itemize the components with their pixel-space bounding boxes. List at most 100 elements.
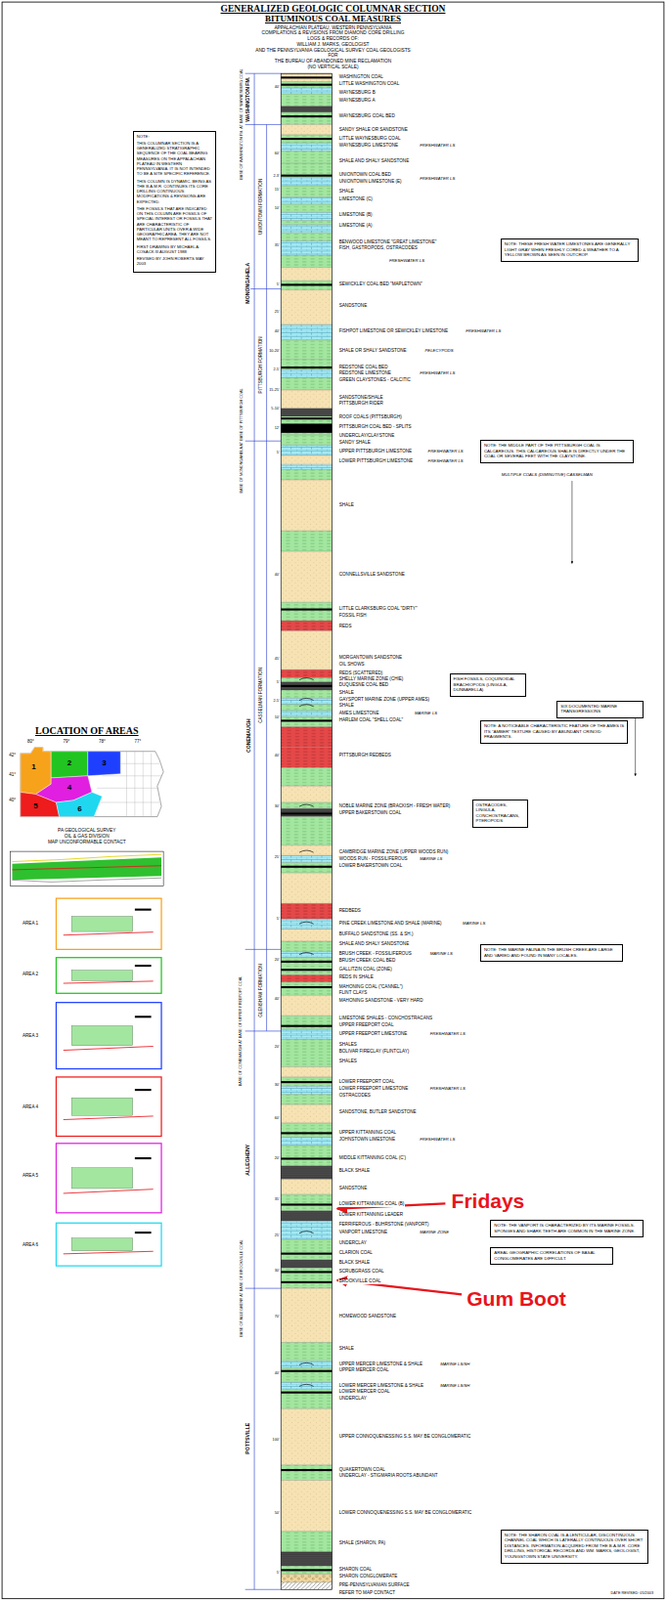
strata-contact <box>280 1145 332 1147</box>
formation-label: GLENSHAW FORMATION <box>259 963 265 1020</box>
strata-pattern <box>280 1583 332 1591</box>
strata-contact <box>280 1221 332 1223</box>
strata-band <box>280 678 332 683</box>
strata-contact <box>280 1179 332 1181</box>
strata-contact <box>280 690 332 692</box>
strata-label: UNDERCLAY/CLAYSTONE <box>338 434 397 440</box>
note-box: OSTRACODES, LINGULA, CONCHOSTRACANS, PTE… <box>472 799 529 829</box>
strata-contact <box>280 602 332 604</box>
strata-contact <box>280 1574 332 1576</box>
strata-label: UPPER MERCER COAL <box>338 1369 391 1375</box>
thickness: 40' <box>273 997 280 1002</box>
strata-label: LIMESTONE SHALES - CONCHOSTRACANS <box>338 1017 434 1022</box>
area-unit <box>71 1168 134 1190</box>
strata-label: HARLEM COAL "SHELL COAL" <box>338 718 404 724</box>
fossil-note: FRESHWATER LS <box>418 143 456 149</box>
strata-label: CONNELLSVILLE SANDSTONE <box>338 573 406 578</box>
thickness: 40' <box>273 573 280 578</box>
coal-bed <box>280 609 332 612</box>
area-label: AREA 1 <box>22 922 39 928</box>
strata-pattern <box>280 408 332 417</box>
formation-label: CASSELMAN FORMATION <box>259 666 265 725</box>
coal-bed <box>280 1392 332 1395</box>
coal-bed <box>280 812 332 815</box>
strata-contact <box>280 873 332 875</box>
strata-pattern <box>280 134 332 143</box>
strata-contact <box>280 223 332 225</box>
strata-band <box>280 221 332 225</box>
thickness: 20' <box>273 1156 280 1161</box>
strata-contact <box>280 951 332 953</box>
strata-label: SCRUBGRASS COAL <box>338 1270 386 1276</box>
bracket-line <box>266 124 267 1031</box>
strata-band <box>280 1369 332 1384</box>
strata-pattern <box>280 444 332 455</box>
strata-contact <box>280 681 332 683</box>
strata-band <box>280 1409 332 1466</box>
strata-band <box>280 982 332 997</box>
coal-bed <box>280 1253 332 1256</box>
coal-bed <box>280 1371 332 1374</box>
strata-band <box>280 469 332 480</box>
strata-band <box>280 224 332 233</box>
strata-contact <box>280 1028 332 1030</box>
strata-label: SHALE <box>338 503 356 509</box>
strata-contact <box>280 124 332 126</box>
strata-label: WAYNESBURG B <box>338 90 377 96</box>
area-label: AREA 4 <box>22 1106 39 1111</box>
coordinate: 40° <box>8 799 16 804</box>
strata-label: LIMESTONE (A) <box>338 223 374 229</box>
note-text: THIS COLUMNAR SECTION IS A GENERALIZED S… <box>136 140 214 178</box>
strata-pattern <box>280 982 332 997</box>
strata-band <box>280 280 332 290</box>
strata-pattern <box>280 212 332 221</box>
strata-pattern <box>280 817 332 846</box>
unconformity-line <box>63 1190 154 1195</box>
coal-bed <box>280 986 332 989</box>
strata-contact <box>280 862 332 864</box>
strata-contact <box>280 531 332 533</box>
fossil-note: FRESHWATER LS <box>427 459 465 465</box>
strata-label: ROOF COALS (PITTSBURGH) <box>338 415 403 421</box>
note-box: SIX DOCUMENTED MARINE TRANSGRESSIONS <box>556 701 644 719</box>
strata-band <box>280 197 332 205</box>
boundary-line <box>245 124 282 126</box>
strata-pattern <box>280 716 332 727</box>
strata-contact <box>280 232 332 234</box>
strata-pattern <box>280 727 332 749</box>
strata-pattern <box>280 82 332 89</box>
strata-contact <box>280 710 332 711</box>
strata-label: LITTLE CLARKSBURG COAL "DIRTY" <box>338 607 419 613</box>
strata-label: LOWER FREEPORT COAL <box>338 1080 397 1086</box>
strata-band <box>280 1077 332 1087</box>
strata-pattern <box>280 469 332 480</box>
strata-contact <box>280 726 332 728</box>
coal-bed <box>280 366 332 369</box>
strata-band <box>280 1390 332 1411</box>
coordinate: 41° <box>8 773 16 779</box>
strata-band <box>280 1532 332 1554</box>
group-label: MONONGAHELA <box>245 261 251 305</box>
strata-contact <box>280 816 332 818</box>
strata-pattern <box>280 1039 332 1067</box>
strata-pattern <box>280 232 332 241</box>
strata-band <box>280 290 332 326</box>
coordinate: 42° <box>8 754 16 759</box>
strata-label: FOSSIL FISH <box>338 614 368 620</box>
leader-arrow <box>571 481 573 565</box>
strata-pattern <box>280 255 332 268</box>
thickness: 30' <box>273 804 280 809</box>
strata-contact <box>280 1552 332 1554</box>
strata-pattern <box>280 786 332 803</box>
strata-band <box>280 82 332 89</box>
strata-label: UPPER CONNOQUENESSING S.S. MAY BE CONGLO… <box>338 1435 473 1441</box>
strata-pattern <box>280 455 332 465</box>
strata-band <box>280 748 332 769</box>
strata-band <box>280 1465 332 1482</box>
strata-label: REDS IN SHALE <box>338 976 375 981</box>
strata-contact <box>280 1195 332 1197</box>
note-box: NOTE: THE MIDDLE PART OF THE PITTSBURGH … <box>480 440 634 464</box>
strata-contact <box>280 407 332 409</box>
thickness: 40' <box>273 754 280 758</box>
strata-contact <box>280 255 332 257</box>
